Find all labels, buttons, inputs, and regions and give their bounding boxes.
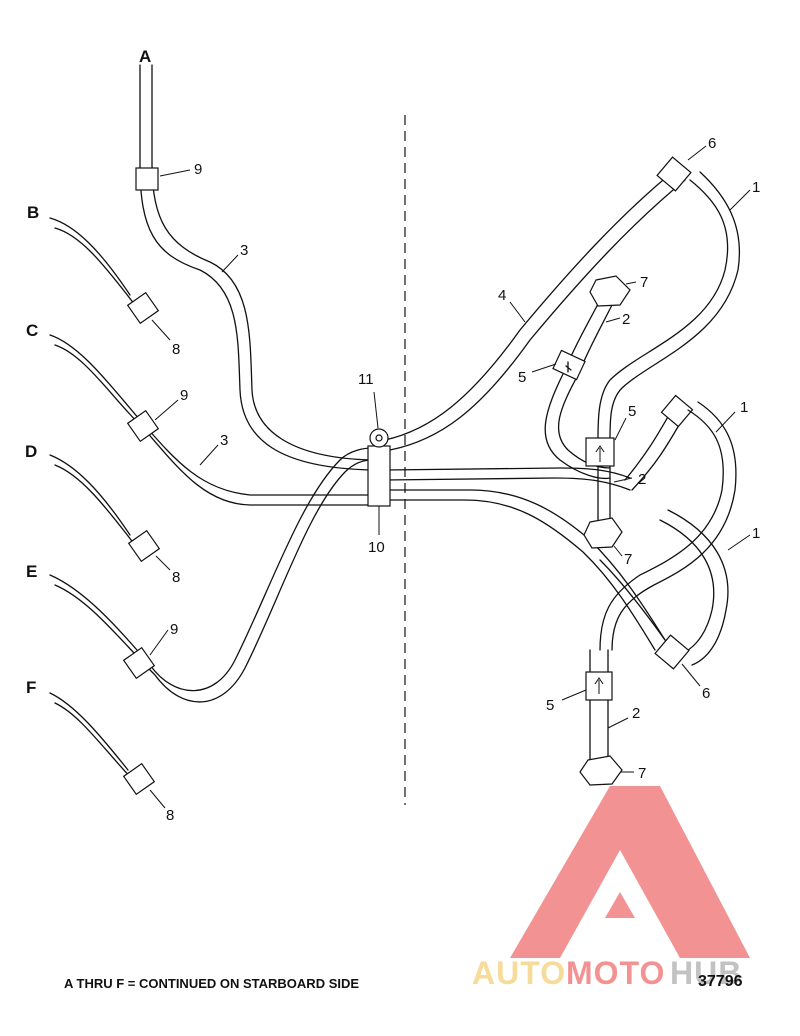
main-bundle: [384, 467, 666, 651]
fitting-9-a: [135, 167, 159, 191]
fitting-8-b: [126, 291, 160, 325]
clamp-10: [367, 428, 391, 507]
arrow-up-icon: [595, 445, 605, 462]
callout-2: 2: [638, 471, 646, 488]
leader-lines: [149, 145, 751, 809]
fitting-7-bottom: [579, 755, 623, 786]
callout-4: 4: [498, 287, 506, 304]
callout-11: 11: [358, 371, 374, 388]
callout-7: 7: [640, 274, 648, 291]
callout-9: 9: [180, 387, 188, 404]
callout-10: 10: [368, 539, 385, 556]
callout-8: 8: [172, 569, 180, 586]
hose-1-top: [597, 171, 740, 441]
hose-2-bottom: [579, 649, 623, 786]
fitting-7-top: [589, 275, 631, 307]
fitting-8-f: [122, 762, 156, 796]
fitting-9-c: [126, 409, 160, 443]
label-letter-c: C: [26, 321, 38, 340]
watermark-triangle-core: [605, 892, 635, 918]
callout-8: 8: [172, 341, 180, 358]
watermark-logo: AUTO MOTO HUB: [472, 786, 750, 991]
hose-2-top: [544, 275, 631, 480]
figure-number: 37796: [698, 973, 743, 990]
fitting-6-bottom: [654, 634, 690, 670]
hose-2-middle: [583, 437, 623, 549]
label-letter-d: D: [25, 442, 37, 461]
label-letter-a: A: [139, 47, 151, 66]
callout-7: 7: [624, 551, 632, 568]
sensor-5-top: [552, 349, 586, 381]
continuation-note: A THRU F = CONTINUED ON STARBOARD SIDE: [64, 976, 360, 991]
label-letter-b: B: [27, 203, 39, 222]
callout-1: 1: [752, 525, 760, 542]
callout-7: 7: [638, 765, 646, 782]
hose-a: [135, 64, 373, 471]
fitting-6-top: [656, 156, 692, 192]
watermark-text-hub: HUB: [670, 955, 742, 991]
flow-arrows: [594, 445, 605, 694]
watermark-text-auto: AUTO: [472, 955, 566, 991]
label-letter-e: E: [26, 562, 37, 581]
hose-1-bottom: [599, 509, 729, 670]
callout-5: 5: [628, 403, 636, 420]
hose-e: [49, 447, 373, 703]
hose-f: [49, 692, 156, 796]
callout-9: 9: [170, 621, 178, 638]
callout-5: 5: [546, 697, 554, 714]
callout-1: 1: [740, 399, 748, 416]
callout-6: 6: [702, 685, 710, 702]
fitting-9-e: [122, 646, 156, 680]
fitting-6-middle: [660, 394, 694, 428]
fitting-7-middle: [583, 517, 623, 549]
hose-c: [49, 334, 373, 506]
callout-3: 3: [220, 432, 228, 449]
fitting-8-d: [127, 529, 161, 563]
callout-2: 2: [632, 705, 640, 722]
callout-9: 9: [194, 161, 202, 178]
hose-b: [49, 217, 160, 325]
callout-1: 1: [752, 179, 760, 196]
watermark-triangle-outer: [510, 786, 750, 958]
callout-6: 6: [708, 135, 716, 152]
hose-1-middle: [599, 394, 737, 651]
watermark-text-moto: MOTO: [566, 955, 665, 991]
arrow-up-icon: [594, 677, 604, 694]
callout-2: 2: [622, 311, 630, 328]
callout-5: 5: [518, 369, 526, 386]
label-letter-f: F: [26, 678, 36, 697]
callout-8: 8: [166, 807, 174, 824]
hose-d: [49, 454, 161, 563]
callout-3: 3: [240, 242, 248, 259]
hose-4: [384, 156, 692, 451]
